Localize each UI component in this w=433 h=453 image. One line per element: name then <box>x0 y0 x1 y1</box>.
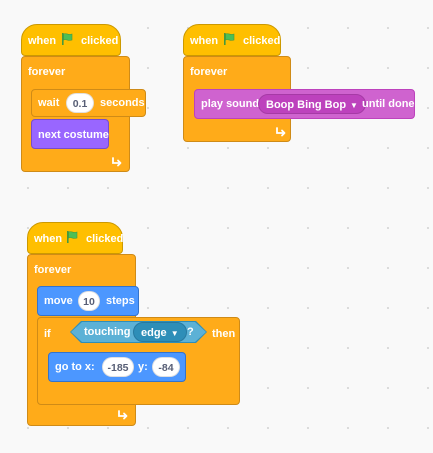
move-steps-block[interactable]: move 10 steps <box>37 286 139 316</box>
play-sound-until-done-block[interactable]: play sound Boop Bing Bop▼ until done <box>194 89 415 119</box>
forever-label: forever <box>28 66 66 78</box>
go-to-x-label: go to x: <box>55 361 95 373</box>
loop-arrow-icon <box>112 157 122 167</box>
green-flag-icon <box>224 33 235 45</box>
wait-label: wait <box>38 97 60 109</box>
when-flag-clicked-hat[interactable]: when clicked <box>27 222 123 254</box>
hat-clicked-label: clicked <box>86 233 124 245</box>
wait-unit-label: seconds <box>100 97 145 109</box>
if-label: if <box>44 328 51 340</box>
when-flag-clicked-hat[interactable]: when clicked <box>21 24 121 56</box>
hat-when-label: when <box>34 233 63 245</box>
touching-question-mark: ? <box>187 326 194 338</box>
touching-target-dropdown[interactable]: edge▼ <box>133 322 187 342</box>
touching-target-value: edge <box>141 327 167 339</box>
play-sound-label: play sound <box>201 98 260 110</box>
sound-dropdown-value: Boop Bing Bop <box>266 99 347 111</box>
go-to-xy-block[interactable]: go to x: -185 y: -84 <box>48 352 186 382</box>
move-label: move <box>44 295 73 307</box>
chevron-down-icon: ▼ <box>350 101 358 110</box>
hat-clicked-label: clicked <box>81 35 119 47</box>
forever-label: forever <box>34 264 72 276</box>
chevron-down-icon: ▼ <box>170 329 179 338</box>
hat-when-label: when <box>190 35 219 47</box>
forever-label: forever <box>190 66 228 78</box>
wait-block[interactable]: wait 0.1 seconds <box>31 89 146 117</box>
steps-label: steps <box>106 295 135 307</box>
y-label: y: <box>138 361 148 373</box>
loop-arrow-icon <box>276 127 286 137</box>
green-flag-icon <box>62 33 73 45</box>
green-flag-icon <box>67 231 78 243</box>
wait-seconds-input[interactable]: 0.1 <box>66 93 94 113</box>
when-flag-clicked-hat[interactable]: when clicked <box>183 24 281 56</box>
next-costume-block[interactable]: next costume <box>31 119 109 149</box>
then-label: then <box>212 328 236 340</box>
touching-label: touching <box>84 326 131 338</box>
move-steps-input[interactable]: 10 <box>78 291 100 311</box>
next-costume-label: next costume <box>38 129 109 141</box>
hat-when-label: when <box>28 35 57 47</box>
until-done-label: until done <box>362 98 415 110</box>
loop-arrow-icon <box>118 410 128 420</box>
sound-dropdown[interactable]: Boop Bing Bop▼ <box>258 94 366 114</box>
x-coordinate-input[interactable]: -185 <box>102 357 134 377</box>
hat-clicked-label: clicked <box>243 35 281 47</box>
y-coordinate-input[interactable]: -84 <box>152 357 180 377</box>
